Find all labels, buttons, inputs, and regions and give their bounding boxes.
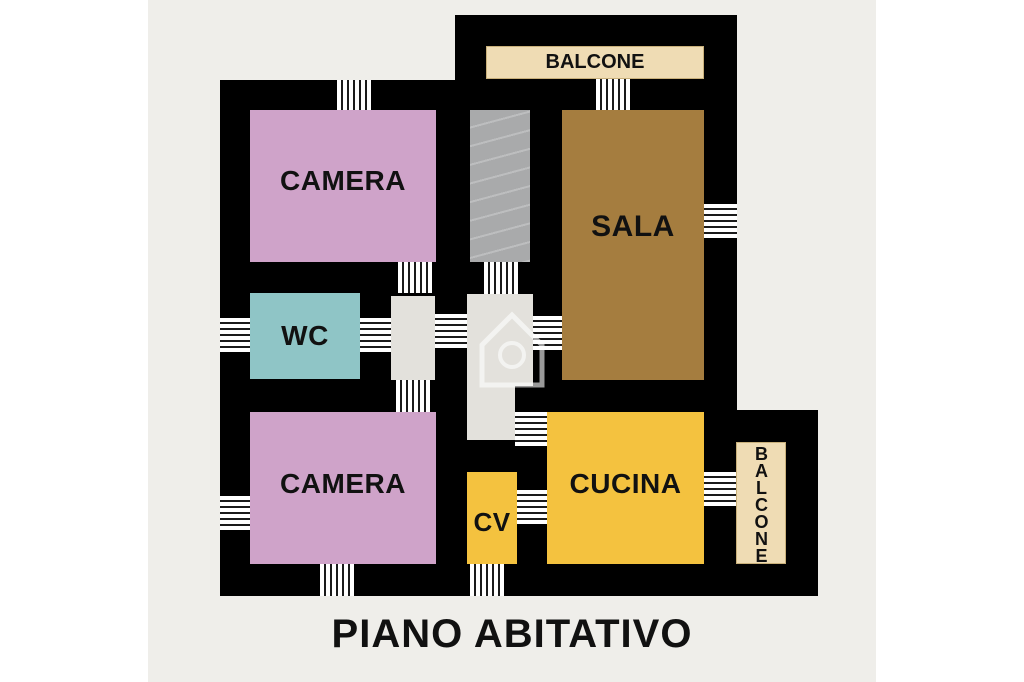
window-sala-right: [704, 204, 737, 238]
hall-small: [391, 296, 435, 380]
door-wc: [360, 318, 391, 352]
hall-main-lower: [467, 380, 515, 440]
room-wc-label: WC: [281, 320, 329, 351]
room-sala[interactable]: SALA: [562, 110, 704, 380]
door-balcony-right: [704, 472, 736, 506]
room-cucina[interactable]: CUCINA: [547, 412, 704, 564]
room-camera-bottom-label: CAMERA: [280, 468, 406, 499]
window-cv-bottom: [470, 564, 504, 596]
room-camera-top-label: CAMERA: [280, 165, 406, 196]
balcony-right-label: BALCONE: [751, 443, 772, 563]
room-camera-top[interactable]: CAMERA: [250, 110, 436, 262]
window-camera-bottom-left: [220, 496, 250, 530]
plan-title: PIANO ABITATIVO: [331, 612, 693, 656]
balcony-top-label: BALCONE: [545, 51, 645, 73]
door-camera-top: [398, 262, 432, 293]
door-cv: [517, 490, 547, 524]
balcony-top[interactable]: BALCONE: [486, 46, 704, 79]
door-hall-link: [435, 314, 467, 348]
room-cucina-label: CUCINA: [569, 468, 682, 499]
window-camera-bottom: [320, 564, 354, 596]
stairs: [470, 110, 530, 262]
door-stairs: [484, 262, 518, 294]
room-wc[interactable]: WC: [250, 293, 360, 379]
room-cv-label: CV: [473, 506, 511, 537]
window-top-balcony: [596, 79, 630, 110]
watermark-house-icon: [479, 311, 545, 388]
balcony-right[interactable]: BALCONE: [736, 442, 786, 564]
door-camera-bottom: [396, 380, 430, 412]
door-cucina-top: [515, 412, 547, 446]
window-top-camera: [337, 80, 371, 110]
room-cv[interactable]: CV: [467, 472, 517, 564]
room-camera-bottom[interactable]: CAMERA: [250, 412, 436, 564]
hall-main: [467, 294, 533, 386]
room-sala-label: SALA: [591, 210, 675, 243]
window-wc-left: [220, 318, 250, 352]
